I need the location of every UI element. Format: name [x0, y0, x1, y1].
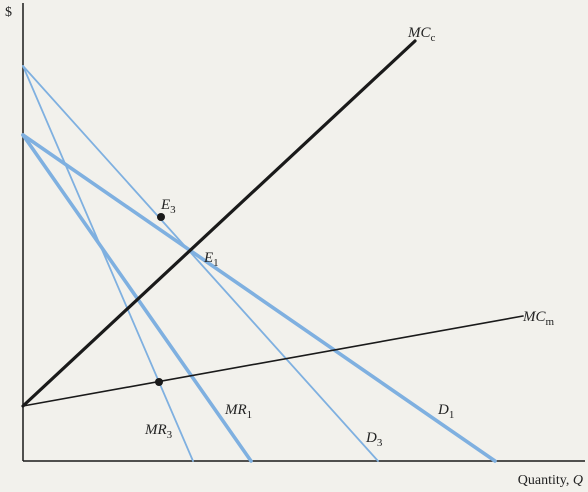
- series-label-mr1: MR1: [224, 402, 252, 421]
- series-line-d3: [22, 65, 379, 462]
- points-layer: E1 E3: [155, 197, 219, 386]
- series-line-d1: [21, 133, 497, 463]
- series-label-d3: D3: [365, 430, 383, 449]
- x-axis-label: Quantity, Q: [518, 473, 583, 488]
- point-marker-e3: [157, 213, 165, 221]
- point-marker-mr1-mcm: [155, 378, 163, 386]
- point-label-e1: E1: [203, 250, 219, 269]
- series-label-mr3: MR3: [144, 422, 173, 441]
- y-axis-label: $: [5, 5, 12, 20]
- point-label-e3: E3: [160, 197, 176, 216]
- series-label-mcc: MCc: [407, 25, 436, 44]
- series-line-mcc: [21, 39, 417, 408]
- series-line-mr3: [22, 65, 194, 462]
- axes: $ Quantity, Q: [5, 3, 585, 488]
- series-layer: [21, 39, 524, 463]
- series-label-mcm: MCm: [522, 309, 555, 328]
- series-line-mcm: [22, 315, 524, 407]
- series-label-d1: D1: [437, 402, 454, 421]
